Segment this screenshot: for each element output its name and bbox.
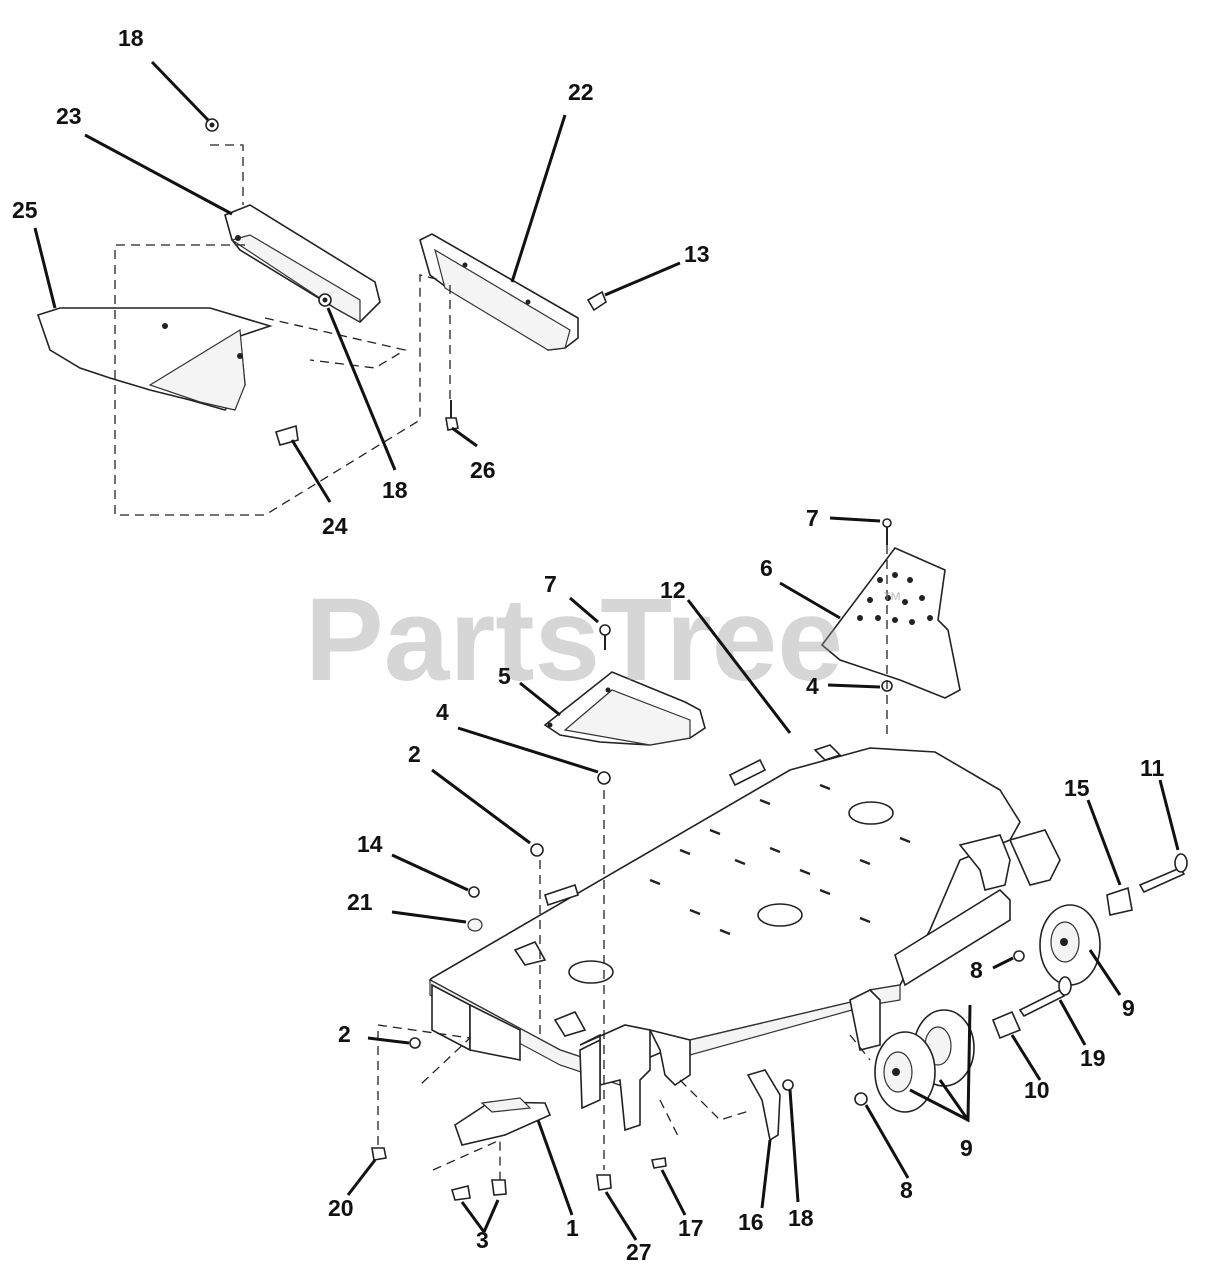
callout-5: 5 [498,663,511,689]
bolt-11 [1138,867,1186,894]
bolt-26 [445,417,459,431]
callout-11: 11 [1140,755,1165,781]
callout-26: 26 [470,457,496,483]
callout-4-mid: 4 [436,699,449,725]
deck-slots [649,783,911,936]
callout-19: 19 [1080,1045,1106,1071]
deflector-fin [148,328,246,411]
callout-2-bottom: 2 [338,1021,351,1047]
pin-15 [1106,886,1133,916]
nut-8-bottom [854,1092,868,1106]
bolt-19 [1018,988,1066,1018]
callout-18-top: 18 [118,25,144,51]
callout-18-bottom: 18 [788,1205,814,1231]
watermark-trademark: ™ [882,589,902,611]
bolt-17 [651,1157,667,1169]
callout-25: 25 [12,197,38,223]
callout-8-bottom: 8 [900,1177,913,1203]
spindle-opening-right [848,801,894,825]
mower-deck [371,518,1188,1201]
nut-2-bottom [409,1037,421,1049]
callout-3: 3 [476,1227,489,1253]
spacer-10 [991,1010,1022,1040]
bolt-20 [371,1147,387,1161]
callout-7-mid: 7 [544,571,557,597]
callout-9-bottom: 9 [960,1135,973,1161]
callout-12: 12 [660,577,686,603]
callout-22: 22 [568,79,594,105]
callout-24: 24 [322,513,348,539]
spindle-opening-left [568,960,614,984]
callout-13: 13 [684,241,710,267]
nut-18-bottom [782,1079,794,1091]
watermark-text: PartsTree [305,574,843,706]
callout-9-right: 9 [1122,995,1135,1021]
deck-bracket-b [813,744,842,761]
washer-21 [467,918,483,932]
nut-4-mid [597,771,611,785]
deck-bracket-a [728,758,767,787]
spindle-opening-center [757,903,803,927]
bolt-7-top [882,518,892,528]
callout-4-right: 4 [806,673,819,699]
callout-18-mid: 18 [382,477,408,503]
pin-13 [586,290,607,312]
callout-labels: 18 23 25 22 13 18 24 26 7 6 7 12 5 4 4 2… [12,25,1165,1265]
deck-bracket-c [513,940,547,966]
bracket-16 [746,1069,781,1142]
discharge-chute-assembly [36,118,607,516]
callout-27: 27 [626,1239,652,1265]
callout-1: 1 [566,1215,579,1241]
callout-20: 20 [328,1195,354,1221]
callout-23: 23 [56,103,82,129]
callout-21: 21 [347,889,373,915]
callout-6: 6 [760,555,773,581]
bolt-27 [596,1174,612,1191]
nut-8-right [1013,950,1025,962]
deck-side-rail [894,888,1011,987]
bolt-3b [491,1179,507,1196]
belt-cover-6 [820,547,961,699]
callout-7-top: 7 [806,505,819,531]
anti-scalp-wheel-rear [1039,904,1101,986]
callout-10: 10 [1024,1077,1050,1103]
rear-hinge-plate [849,989,881,1051]
callout-14: 14 [357,831,383,857]
nut-14 [468,886,480,898]
anti-scalp-wheel-front-inner [874,1031,936,1113]
deck-bracket-d [553,1010,587,1037]
bolt-3a [450,1185,471,1201]
callout-15: 15 [1064,775,1090,801]
callout-8-right: 8 [970,957,983,983]
callout-16: 16 [738,1209,764,1235]
callout-17: 17 [678,1215,704,1241]
leader-lines [33,60,1180,1241]
callout-2-top: 2 [408,741,421,767]
nut-2-top [530,843,544,857]
